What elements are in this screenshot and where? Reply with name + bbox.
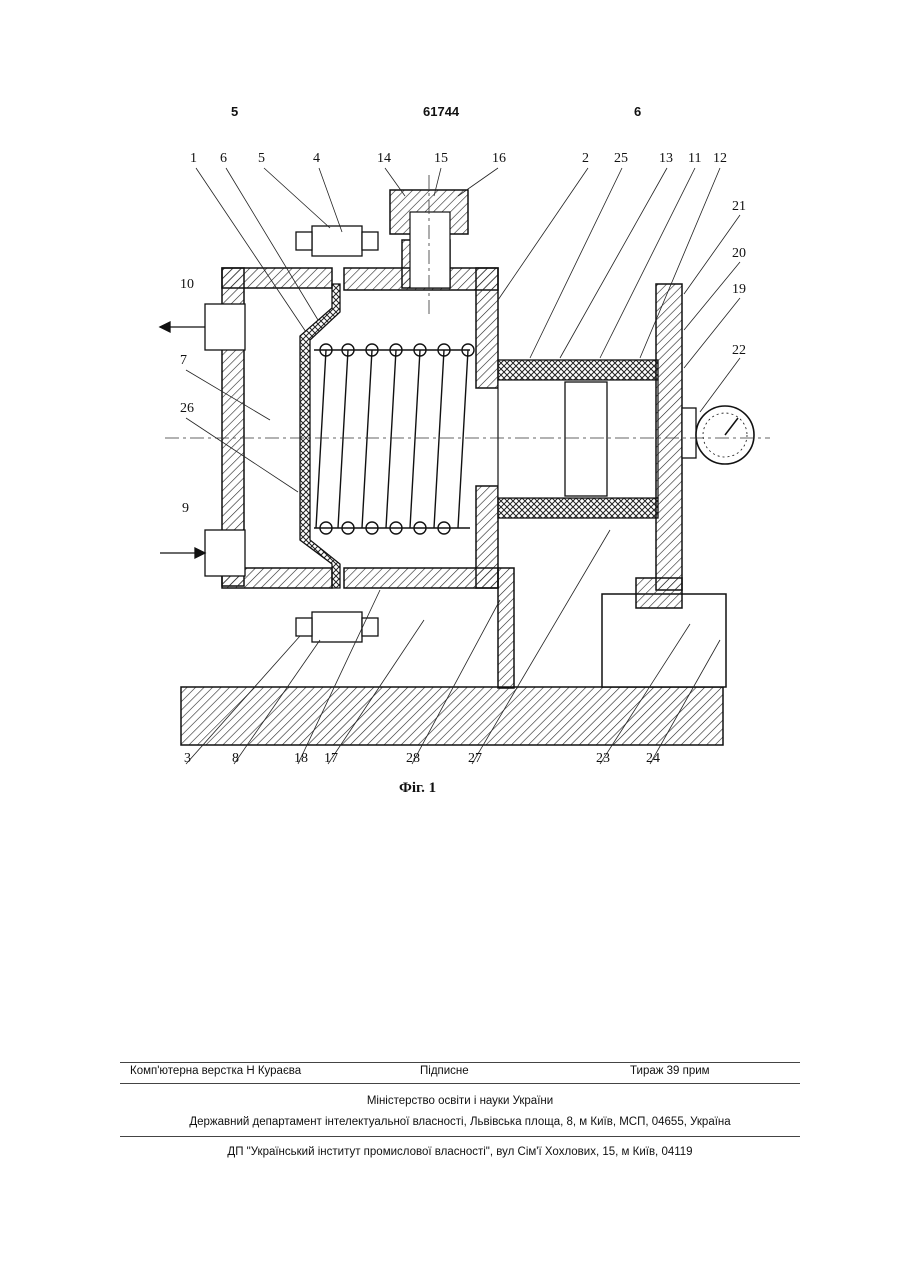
footer-circulation: Тираж 39 прим	[630, 1065, 710, 1077]
callout-5: 5	[258, 151, 265, 166]
callout-25: 25	[614, 151, 628, 166]
callout-6: 6	[220, 151, 227, 166]
footer-signed: Підписне	[420, 1065, 469, 1077]
callout-15: 15	[434, 151, 448, 166]
callout-24: 24	[646, 751, 660, 766]
callout-23: 23	[596, 751, 610, 766]
footer-rule-top	[120, 1062, 800, 1063]
footer-ministry: Міністерство освіти і науки України	[120, 1095, 800, 1107]
callout-19: 19	[732, 282, 746, 297]
footer-rule-bottom	[120, 1136, 800, 1137]
callout-9: 9	[182, 501, 189, 516]
membrane-26	[300, 284, 340, 588]
base-plate	[181, 687, 723, 745]
callout-28: 28	[406, 751, 420, 766]
callout-27: 27	[468, 751, 482, 766]
callout-1: 1	[190, 151, 197, 166]
callout-4: 4	[313, 151, 320, 166]
callout-10: 10	[180, 277, 194, 292]
callout-13: 13	[659, 151, 673, 166]
callout-2: 2	[582, 151, 589, 166]
footer-institute: ДП "Український інститут промислової вла…	[120, 1146, 800, 1158]
callout-18: 18	[294, 751, 308, 766]
callout-20: 20	[732, 246, 746, 261]
callout-16: 16	[492, 151, 506, 166]
footer-typesetter: Комп'ютерна верстка Н Кураєва	[130, 1065, 301, 1077]
bearing-sleeve	[498, 360, 658, 518]
callout-12: 12	[713, 151, 727, 166]
callout-7: 7	[180, 353, 187, 368]
callout-8: 8	[232, 751, 239, 766]
callout-14: 14	[377, 151, 391, 166]
spring-coils	[314, 344, 474, 534]
technical-drawing: 1 6 5 4 14 15 16 2 25 13 11 12 21 20 19 …	[0, 0, 900, 820]
callout-22: 22	[732, 343, 746, 358]
callout-17: 17	[324, 751, 338, 766]
figure-caption: Фіг. 1	[399, 780, 436, 796]
callout-26: 26	[180, 401, 194, 416]
footer-rule-middle	[120, 1083, 800, 1084]
dial-indicator	[682, 406, 754, 464]
footer-department: Державний департамент інтелектуальної вл…	[120, 1116, 800, 1128]
callout-3: 3	[184, 751, 191, 766]
callout-21: 21	[732, 199, 746, 214]
callout-11: 11	[688, 151, 701, 166]
